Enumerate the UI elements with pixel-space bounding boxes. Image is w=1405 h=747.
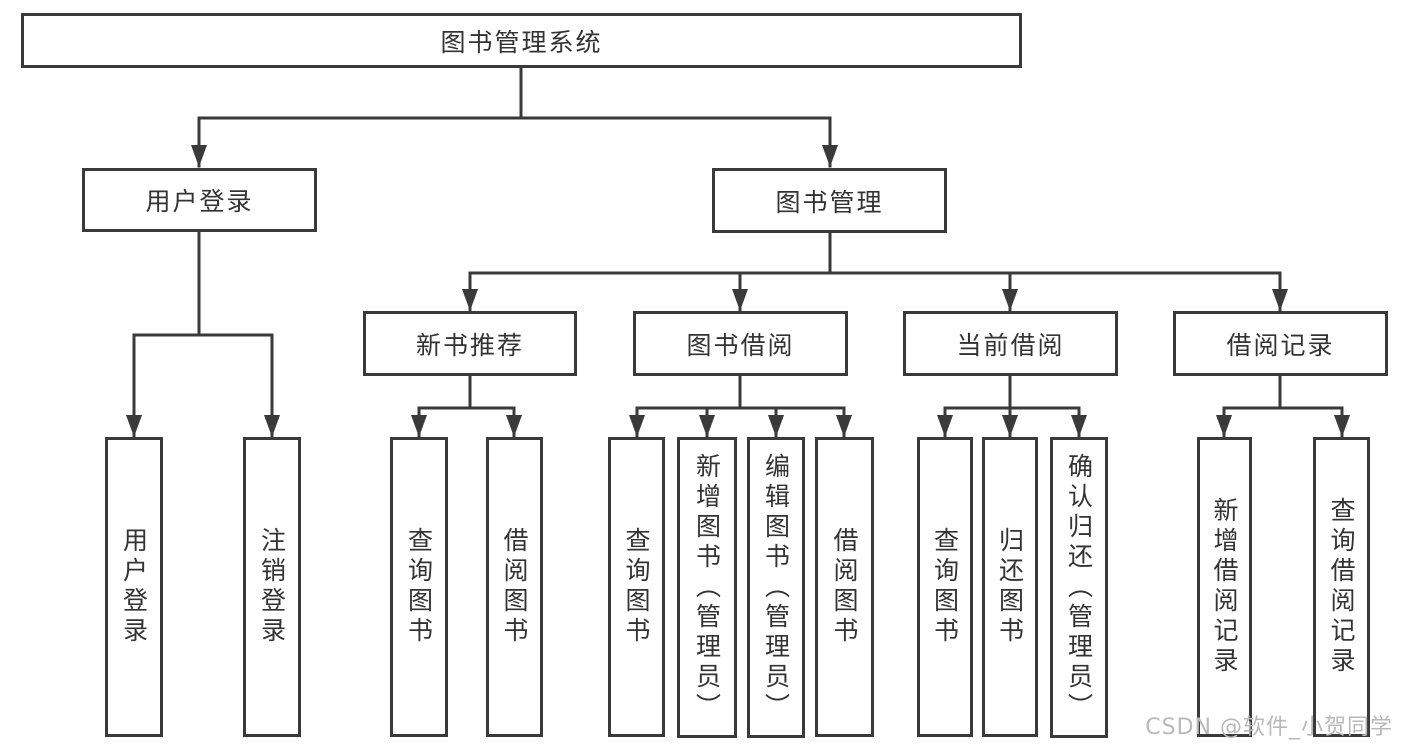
leaf-bb-add-books-admin: 新增图书（管理员） — [677, 437, 737, 738]
node-book-management-label: 图书管理 — [775, 187, 884, 217]
node-user-login: 用户登录 — [82, 168, 317, 232]
node-borrow-records-label: 借阅记录 — [1226, 330, 1335, 360]
node-book-management: 图书管理 — [712, 168, 947, 233]
node-current-borrow: 当前借阅 — [903, 311, 1118, 376]
leaf-bb-edit-books-admin: 编辑图书（管理员） — [747, 437, 805, 738]
node-new-book-recommend: 新书推荐 — [363, 311, 577, 376]
leaf-br-add-record-label: 新增借阅记录 — [1210, 497, 1239, 677]
leaf-br-add-record: 新增借阅记录 — [1197, 437, 1252, 737]
node-root: 图书管理系统 — [21, 13, 1022, 68]
leaf-logout: 注销登录 — [243, 437, 301, 737]
leaf-bb-edit-books-admin-label: 编辑图书（管理员） — [761, 452, 791, 723]
node-book-borrow: 图书借阅 — [633, 311, 848, 376]
leaf-br-query-record-label: 查询借阅记录 — [1327, 497, 1356, 677]
leaf-nbr-borrow-books: 借阅图书 — [486, 437, 543, 737]
leaf-nbr-borrow-books-label: 借阅图书 — [500, 527, 529, 647]
watermark: CSDN @软件_小贺同学 — [1145, 715, 1393, 740]
leaf-br-query-record: 查询借阅记录 — [1313, 437, 1370, 737]
leaf-login-label: 用户登录 — [119, 527, 149, 647]
node-current-borrow-label: 当前借阅 — [956, 330, 1065, 360]
node-book-borrow-label: 图书借阅 — [686, 330, 795, 360]
leaf-bb-borrow-books-label: 借阅图书 — [830, 527, 859, 647]
leaf-cb-confirm-return-admin-label: 确认归还（管理员） — [1064, 452, 1094, 723]
leaf-bb-add-books-admin-label: 新增图书（管理员） — [692, 452, 722, 723]
leaf-cb-query-books-label: 查询图书 — [930, 527, 960, 647]
leaf-nbr-query-books: 查询图书 — [390, 437, 448, 737]
leaf-cb-query-books: 查询图书 — [917, 437, 973, 737]
leaf-cb-return-books: 归还图书 — [982, 437, 1038, 737]
node-new-book-recommend-label: 新书推荐 — [415, 330, 524, 360]
leaf-bb-query-books-label: 查询图书 — [622, 527, 651, 647]
node-user-login-label: 用户登录 — [145, 187, 254, 216]
leaf-logout-label: 注销登录 — [257, 527, 287, 647]
leaf-login: 用户登录 — [105, 437, 163, 737]
leaf-bb-query-books: 查询图书 — [608, 437, 665, 737]
leaf-cb-confirm-return-admin: 确认归还（管理员） — [1050, 437, 1108, 738]
leaf-nbr-query-books-label: 查询图书 — [404, 527, 434, 647]
node-borrow-records: 借阅记录 — [1173, 311, 1388, 376]
leaf-cb-return-books-label: 归还图书 — [995, 527, 1025, 647]
node-root-label: 图书管理系统 — [440, 27, 603, 57]
leaf-bb-borrow-books: 借阅图书 — [815, 437, 874, 737]
